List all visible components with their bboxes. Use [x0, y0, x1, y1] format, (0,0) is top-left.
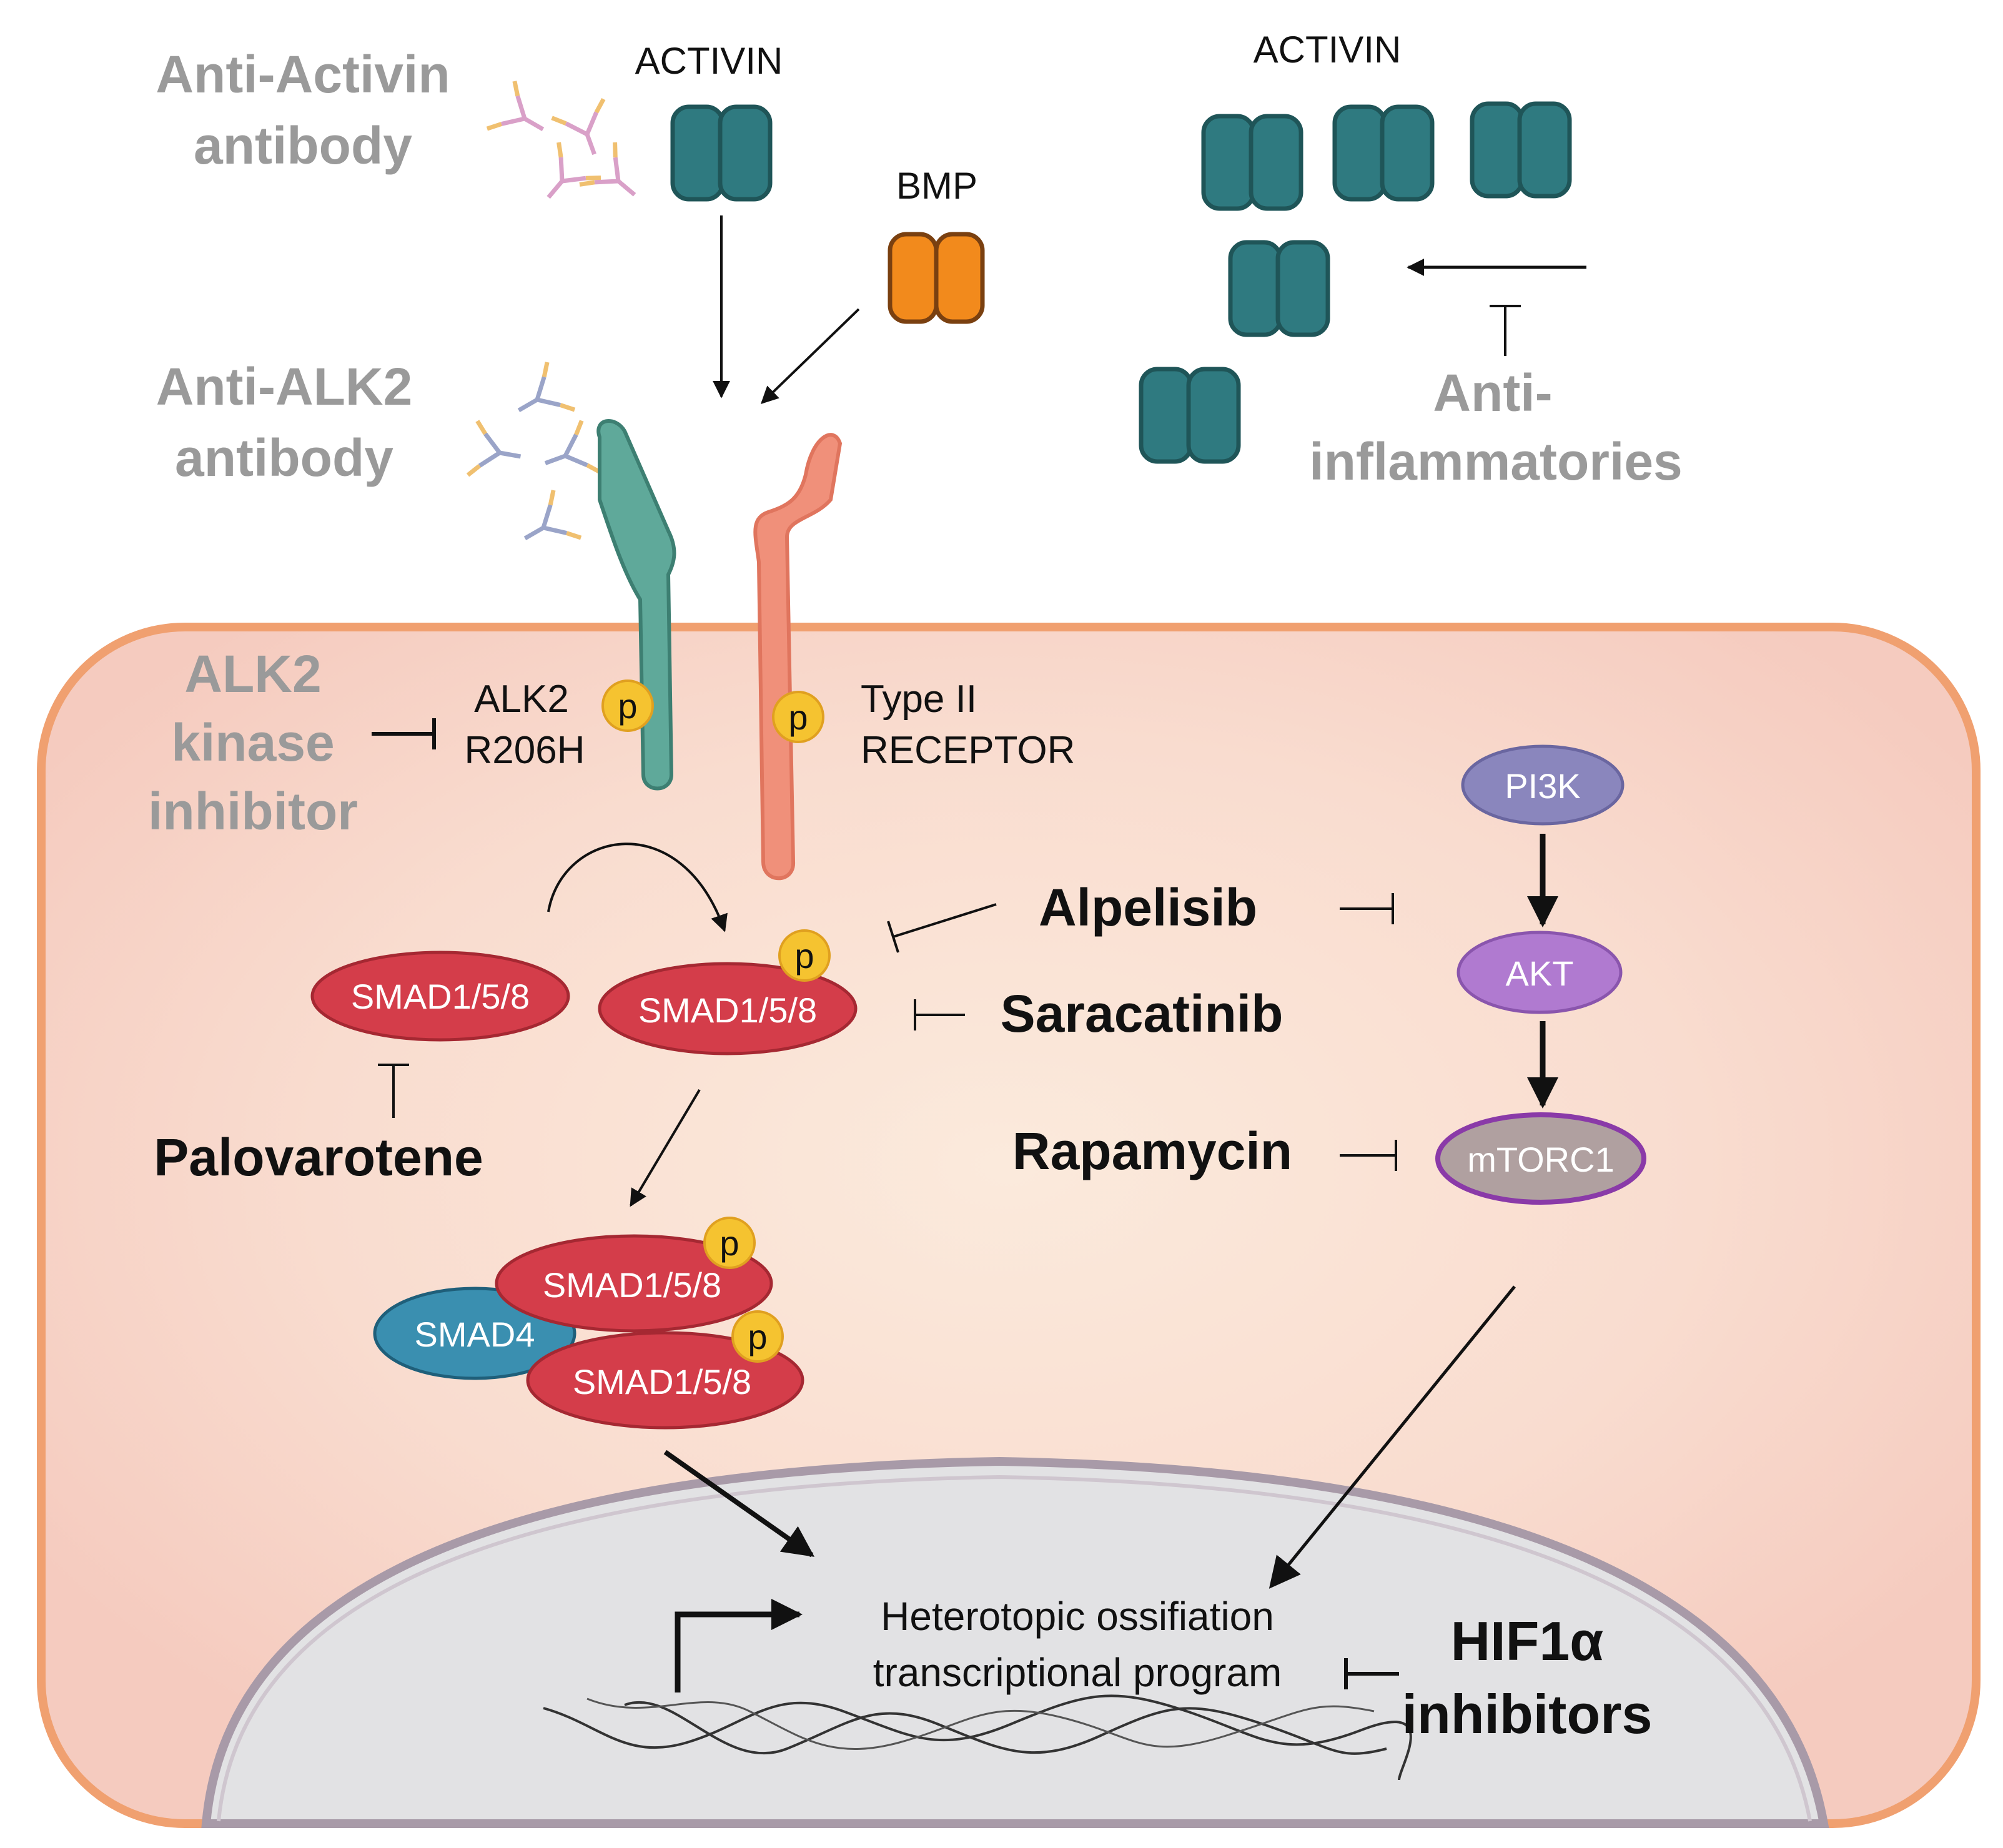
alk2-receptor: [596, 419, 676, 791]
smad158-label: SMAD1/5/8: [543, 1265, 721, 1305]
inhibit-alpelisib-smad: [887, 903, 997, 953]
hif1a-label-2: inhibitors: [1402, 1683, 1653, 1745]
anti-inflammatories-label-1: Anti-: [1433, 363, 1552, 422]
dna-strand-1: [543, 1694, 1412, 1781]
alpelisib-label: Alpelisib: [1039, 878, 1257, 937]
smad158-label: SMAD1/5/8: [573, 1362, 751, 1401]
hif1a-label-1: HIF1α: [1451, 1610, 1604, 1672]
inhibit-rapamycin: [1340, 1140, 1397, 1171]
nucleus: [201, 1456, 1829, 1828]
inhibit-palovarotene: [378, 1064, 409, 1118]
anti-inflammatories-label-2: inflammatories: [1309, 432, 1683, 491]
dna-strand-3: [586, 1697, 1375, 1750]
phospho-label: p: [788, 698, 808, 737]
inhibit-alk2-kinase: [372, 718, 436, 749]
nucleus-inner-line: [217, 1475, 1812, 1822]
anti-alk2-label-2: antibody: [175, 428, 393, 487]
phospho-label: p: [720, 1223, 739, 1263]
smad158-phosphorylated: SMAD1/5/8 p: [598, 929, 858, 1055]
palovarotene-label: Palovarotene: [154, 1128, 483, 1187]
alk2-phospho: p: [601, 679, 654, 732]
anti-alk2-antibodies: [468, 362, 600, 562]
bmp-dimer: [888, 232, 985, 324]
program-label-1: Heterotopic ossifiation: [881, 1594, 1274, 1639]
activin-dimer-right-5: [1141, 369, 1239, 462]
activin-dimer-right-3: [1472, 104, 1570, 196]
anti-activin-label-1: Anti-Activin: [156, 45, 450, 104]
arrow-complex-to-program: [663, 1450, 815, 1558]
phospho-label: p: [748, 1317, 767, 1356]
akt-label: AKT: [1506, 954, 1574, 993]
smad158-label: SMAD1/5/8: [638, 991, 817, 1030]
inhibit-hif1a: [1344, 1658, 1399, 1689]
phospho-label: p: [794, 936, 814, 976]
activin-dimer-left: [673, 107, 770, 199]
bmp-label: BMP: [896, 165, 977, 207]
alk2-receptor-label-2: R206H: [465, 729, 585, 772]
pi3k-node: PI3K: [1461, 744, 1625, 826]
akt-node: AKT: [1457, 931, 1623, 1014]
rapamycin-label: Rapamycin: [1012, 1122, 1292, 1180]
arrow-mtorc1-to-program: [1269, 1285, 1516, 1589]
type2-receptor-label-1: Type II: [861, 678, 977, 721]
anti-alk2-label-1: Anti-ALK2: [156, 357, 413, 416]
alk2-kinase-inhibitor-label-1: ALK2: [184, 645, 321, 703]
arrow-smad-phosphorylation: [547, 842, 728, 932]
activin-dimer-right-4: [1230, 242, 1328, 335]
activin-left-label: ACTIVIN: [635, 40, 783, 82]
smad4-label: SMAD4: [415, 1315, 535, 1354]
smad158-label: SMAD1/5/8: [351, 977, 530, 1016]
alk2-receptor-label-1: ALK2: [474, 678, 569, 721]
alk2-kinase-inhibitor-label-3: inhibitor: [148, 782, 358, 841]
mtorc1-label: mTORC1: [1467, 1140, 1614, 1179]
inhibit-alpelisib-pi3k: [1340, 893, 1394, 924]
arrow-smad-to-complex: [630, 1089, 701, 1207]
type2-receptor-label-2: RECEPTOR: [861, 729, 1075, 772]
program-label-2: transcriptional program: [873, 1650, 1282, 1695]
dna-strand-2: [624, 1701, 1387, 1755]
anti-activin-label-2: antibody: [194, 116, 412, 175]
inhibit-anti-inflammatories: [1490, 305, 1521, 356]
type2-phospho: p: [772, 691, 824, 743]
alk2-kinase-inhibitor-label-2: kinase: [171, 713, 335, 772]
smad158-unphosphorylated: SMAD1/5/8: [310, 951, 570, 1042]
phospho-label: p: [618, 686, 637, 726]
mtorc1-node: mTORC1: [1435, 1112, 1646, 1205]
activin-dimer-right-1: [1204, 116, 1301, 209]
inhibit-saracatinib: [914, 999, 965, 1030]
anti-activin-antibodies: [487, 81, 652, 216]
activin-dimer-right-2: [1335, 107, 1432, 199]
saracatinib-label: Saracatinib: [1001, 984, 1283, 1043]
smad-complex: SMAD4 SMAD1/5/8 SMAD1/5/8 p p: [373, 1217, 804, 1430]
pi3k-label: PI3K: [1505, 766, 1580, 806]
type-ii-receptor: [753, 433, 843, 881]
transcription-start-arrow: [675, 1599, 803, 1692]
arrow-bmp-to-receptor: [760, 308, 860, 404]
activin-right-label: ACTIVIN: [1254, 29, 1402, 71]
